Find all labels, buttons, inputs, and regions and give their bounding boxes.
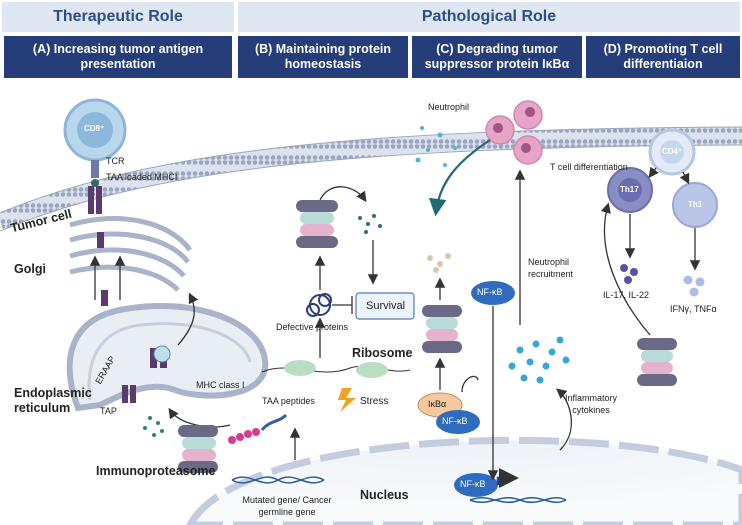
mhc-label: MHC class I — [196, 380, 245, 390]
nfkb-nucleus-icon — [454, 473, 498, 497]
stress-label: Stress — [360, 396, 389, 407]
defective-label: Defective proteins — [276, 322, 349, 332]
panel-c-title: (C) Degrading tumor suppressor protein I… — [412, 36, 582, 78]
survival-box — [355, 292, 415, 320]
tap-icon — [122, 385, 128, 403]
nucleus-label: Nucleus — [360, 488, 409, 502]
nfkb-free-icon — [471, 281, 515, 305]
stress-icon — [338, 388, 356, 412]
er-label: Endoplasmic reticulum — [14, 386, 92, 415]
mhc-class-i-icon — [150, 348, 157, 368]
taa-loaded-label: TAA loaded MHCI — [106, 172, 178, 182]
defective-proteins-icon — [306, 293, 332, 317]
proteasome-d-icon — [637, 338, 677, 386]
inflammatory-label: Inflammatory cytokines — [564, 393, 617, 415]
cd8-label: CD8⁺ — [84, 124, 105, 133]
nfkb-complex-label: NF-κB — [442, 416, 468, 426]
proteasome-b-icon — [296, 200, 338, 248]
survival-label: Survival — [366, 300, 406, 312]
nfkb-free-label: NF-κB — [477, 287, 503, 297]
nfkb-complex-icon — [436, 410, 480, 434]
header-therapeutic: Therapeutic Role — [2, 2, 234, 32]
nfkb-nucleus-label: NF-κB — [460, 479, 486, 489]
taa-peptides-label: TAA peptides — [262, 396, 315, 406]
th17-label: Th17 — [620, 185, 639, 194]
cytokines-icon — [508, 336, 570, 384]
panel-a-title: (A) Increasing tumor antigen presentatio… — [4, 36, 232, 78]
tcr-icon — [91, 160, 99, 178]
tcell-diff-label: T cell differentiation — [550, 162, 628, 172]
cell-membrane — [0, 127, 742, 231]
ribosome-label: Ribosome — [352, 346, 413, 360]
dna-icon — [231, 476, 325, 484]
il17-label: IL-17, IL-22 — [603, 290, 650, 300]
th1-label: Th1 — [688, 200, 703, 209]
cd4-label: CD4⁺ — [662, 147, 683, 156]
golgi-label: Golgi — [14, 262, 46, 276]
taa-peptides-icon — [228, 428, 260, 444]
ikba-label: IκBα — [428, 399, 447, 409]
proteasome-c-icon — [422, 305, 462, 353]
panel-b-title: (B) Maintaining protein homeostasis — [238, 36, 408, 78]
tcr-label: TCR — [106, 156, 125, 166]
header-pathological: Pathological Role — [238, 2, 740, 32]
immunoproteasome-icon — [178, 425, 218, 473]
tap-label: TAP — [100, 406, 117, 416]
neutrophil-recruitment-label: Neutrophil recruitment — [528, 257, 574, 279]
neutrophil-label: Neutrophil — [428, 102, 470, 112]
mutated-gene-label: Mutated gene/ Cancer germline gene — [242, 495, 332, 517]
immunoproteasome-label: Immunoproteasome — [96, 464, 216, 478]
ifng-label: IFNγ, TNFα — [670, 304, 717, 314]
th1-cell — [672, 182, 718, 228]
mhci-icon — [88, 186, 94, 214]
panel-d-title: (D) Promoting T cell differentiaion — [586, 36, 740, 78]
golgi-icon — [69, 216, 193, 292]
